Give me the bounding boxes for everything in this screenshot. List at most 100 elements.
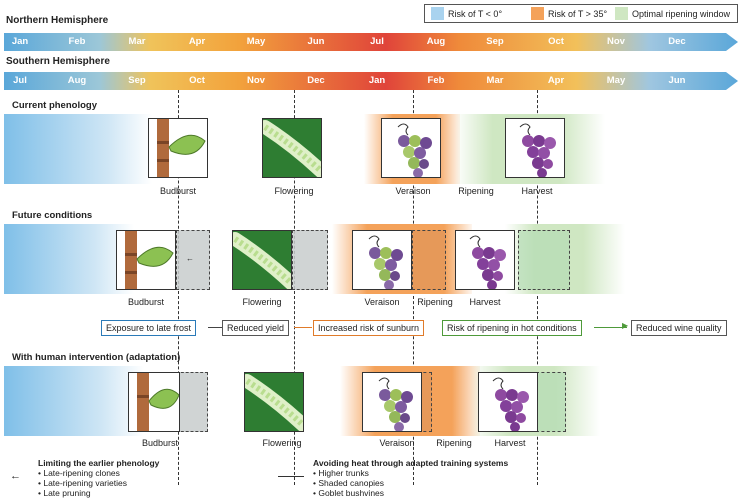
- legend-cold: Risk of T < 0°: [431, 7, 502, 20]
- vine-flower-illustration: [233, 232, 291, 289]
- human-flowering-label: Flowering: [262, 438, 302, 448]
- grape-harvest-illustration: [469, 235, 506, 289]
- section-current-title: Current phenology: [12, 100, 97, 111]
- southern-months: Jul Aug Sep Oct Nov Dec Jan Feb Mar Apr …: [0, 72, 740, 90]
- southern-month: Jun: [668, 75, 686, 86]
- consequence-frost: Exposure to late frost: [101, 320, 197, 336]
- current-budburst-panel: [148, 118, 208, 178]
- strategy-right-item: • Shaded canopies: [313, 478, 385, 488]
- northern-month: Jan: [11, 36, 29, 47]
- vine-flower-illustration: [245, 374, 303, 431]
- current-ripening-label: Ripening: [458, 186, 494, 196]
- current-harvest-label: Harvest: [521, 186, 553, 196]
- southern-month: Sep: [128, 75, 146, 86]
- future-veraison-original-position: [412, 230, 446, 290]
- southern-month: May: [606, 75, 626, 86]
- legend-optimal: Optimal ripening window: [615, 7, 730, 20]
- northern-month: May: [246, 36, 266, 47]
- strategy-left-item: • Late-ripening varieties: [38, 478, 127, 488]
- strategy-left-title: Limiting the earlier phenology: [38, 458, 160, 468]
- southern-month: Jul: [13, 75, 27, 86]
- northern-month: Jul: [370, 36, 384, 47]
- future-veraison-panel: [352, 230, 412, 290]
- future-harvest-label: Harvest: [469, 297, 501, 307]
- human-budburst-original-position: [176, 372, 208, 432]
- current-flowering-label: Flowering: [274, 186, 314, 196]
- future-flowering-panel: [232, 230, 292, 290]
- human-ripening-label: Ripening: [436, 438, 472, 448]
- northern-month: Feb: [68, 36, 86, 47]
- southern-month: Nov: [247, 75, 265, 86]
- northern-month: Oct: [548, 36, 564, 47]
- future-harvest-original-position: [518, 230, 570, 290]
- strategy-right-title: Avoiding heat through adapted training s…: [313, 458, 509, 468]
- northern-month: Dec: [668, 36, 686, 47]
- human-harvest-label: Harvest: [494, 438, 526, 448]
- southern-title: Southern Hemisphere: [6, 56, 110, 67]
- consequence-hot-ripening: Risk of ripening in hot conditions: [442, 320, 582, 336]
- future-budburst-panel: [116, 230, 176, 290]
- consequence-sunburn: Increased risk of sunburn: [313, 320, 425, 336]
- strategy-right-item: • Higher trunks: [313, 468, 369, 478]
- human-harvest-original-position: [536, 372, 566, 432]
- southern-month: Dec: [307, 75, 325, 86]
- consequence-yield: Reduced yield: [222, 320, 290, 336]
- northern-month: Mar: [128, 36, 146, 47]
- northern-month: Aug: [426, 36, 446, 47]
- current-veraison-label: Veraison: [395, 186, 431, 196]
- human-harvest-panel: [478, 372, 538, 432]
- human-veraison-label: Veraison: [379, 438, 415, 448]
- strategy-right-arrow: [278, 476, 304, 477]
- northern-month: Jun: [307, 36, 325, 47]
- vine-bud-illustration: [125, 231, 174, 289]
- grape-veraison-illustration: [368, 235, 403, 289]
- future-budburst-label: Budburst: [127, 297, 165, 307]
- future-veraison-label: Veraison: [364, 297, 400, 307]
- chain-arrow: [594, 327, 627, 328]
- northern-month: Apr: [188, 36, 206, 47]
- future-flowering-original-position: [292, 230, 328, 290]
- current-cold-band: [4, 114, 152, 184]
- vine-flower-illustration: [263, 120, 321, 177]
- current-harvest-panel: [505, 118, 565, 178]
- legend-cold-swatch: [431, 7, 444, 20]
- grape-veraison-illustration: [378, 377, 413, 431]
- legend-hot-swatch: [531, 7, 544, 20]
- current-veraison-panel: [381, 118, 441, 178]
- southern-month: Oct: [189, 75, 205, 86]
- northern-months: Jan Feb Mar Apr May Jun Jul Aug Sep Oct …: [0, 33, 740, 51]
- strategy-right: Avoiding heat through adapted training s…: [313, 458, 508, 498]
- human-budburst-label: Budburst: [141, 438, 179, 448]
- grape-harvest-illustration: [492, 377, 529, 431]
- human-cold-band: [4, 366, 144, 436]
- vine-bud-illustration: [157, 119, 206, 177]
- chain-arrowhead-icon: ▶: [622, 321, 629, 330]
- section-future-title: Future conditions: [12, 210, 93, 221]
- southern-month: Apr: [547, 75, 565, 86]
- strategy-left: Limiting the earlier phenology • Late-ri…: [38, 458, 159, 498]
- southern-month-bar: [4, 72, 738, 90]
- future-harvest-panel: [455, 230, 515, 290]
- future-budburst-original-position: [176, 230, 210, 290]
- human-veraison-panel: [362, 372, 422, 432]
- legend-hot: Risk of T > 35°: [531, 7, 607, 20]
- strategy-right-item: • Goblet bushvines: [313, 488, 385, 498]
- future-ripening-label: Ripening: [417, 297, 453, 307]
- chain-arrow: [294, 327, 312, 328]
- chain-arrow: [208, 327, 222, 328]
- northern-title: Northern Hemisphere: [6, 15, 109, 26]
- consequence-quality: Reduced wine quality: [631, 320, 727, 336]
- vine-bud-illustration: [137, 373, 179, 431]
- legend-hot-label: Risk of T > 35°: [548, 8, 608, 19]
- current-flowering-panel: [262, 118, 322, 178]
- grape-harvest-illustration: [519, 123, 556, 177]
- shift-arrow-icon: ←: [186, 254, 194, 263]
- southern-month: Jan: [368, 75, 386, 86]
- strategy-left-item: • Late-ripening clones: [38, 468, 120, 478]
- southern-month: Feb: [427, 75, 445, 86]
- legend-optimal-label: Optimal ripening window: [632, 8, 731, 19]
- northern-month-bar: [4, 33, 738, 51]
- strategy-arrow-icon: ←: [10, 470, 21, 482]
- southern-month: Aug: [67, 75, 87, 86]
- northern-month: Nov: [607, 36, 625, 47]
